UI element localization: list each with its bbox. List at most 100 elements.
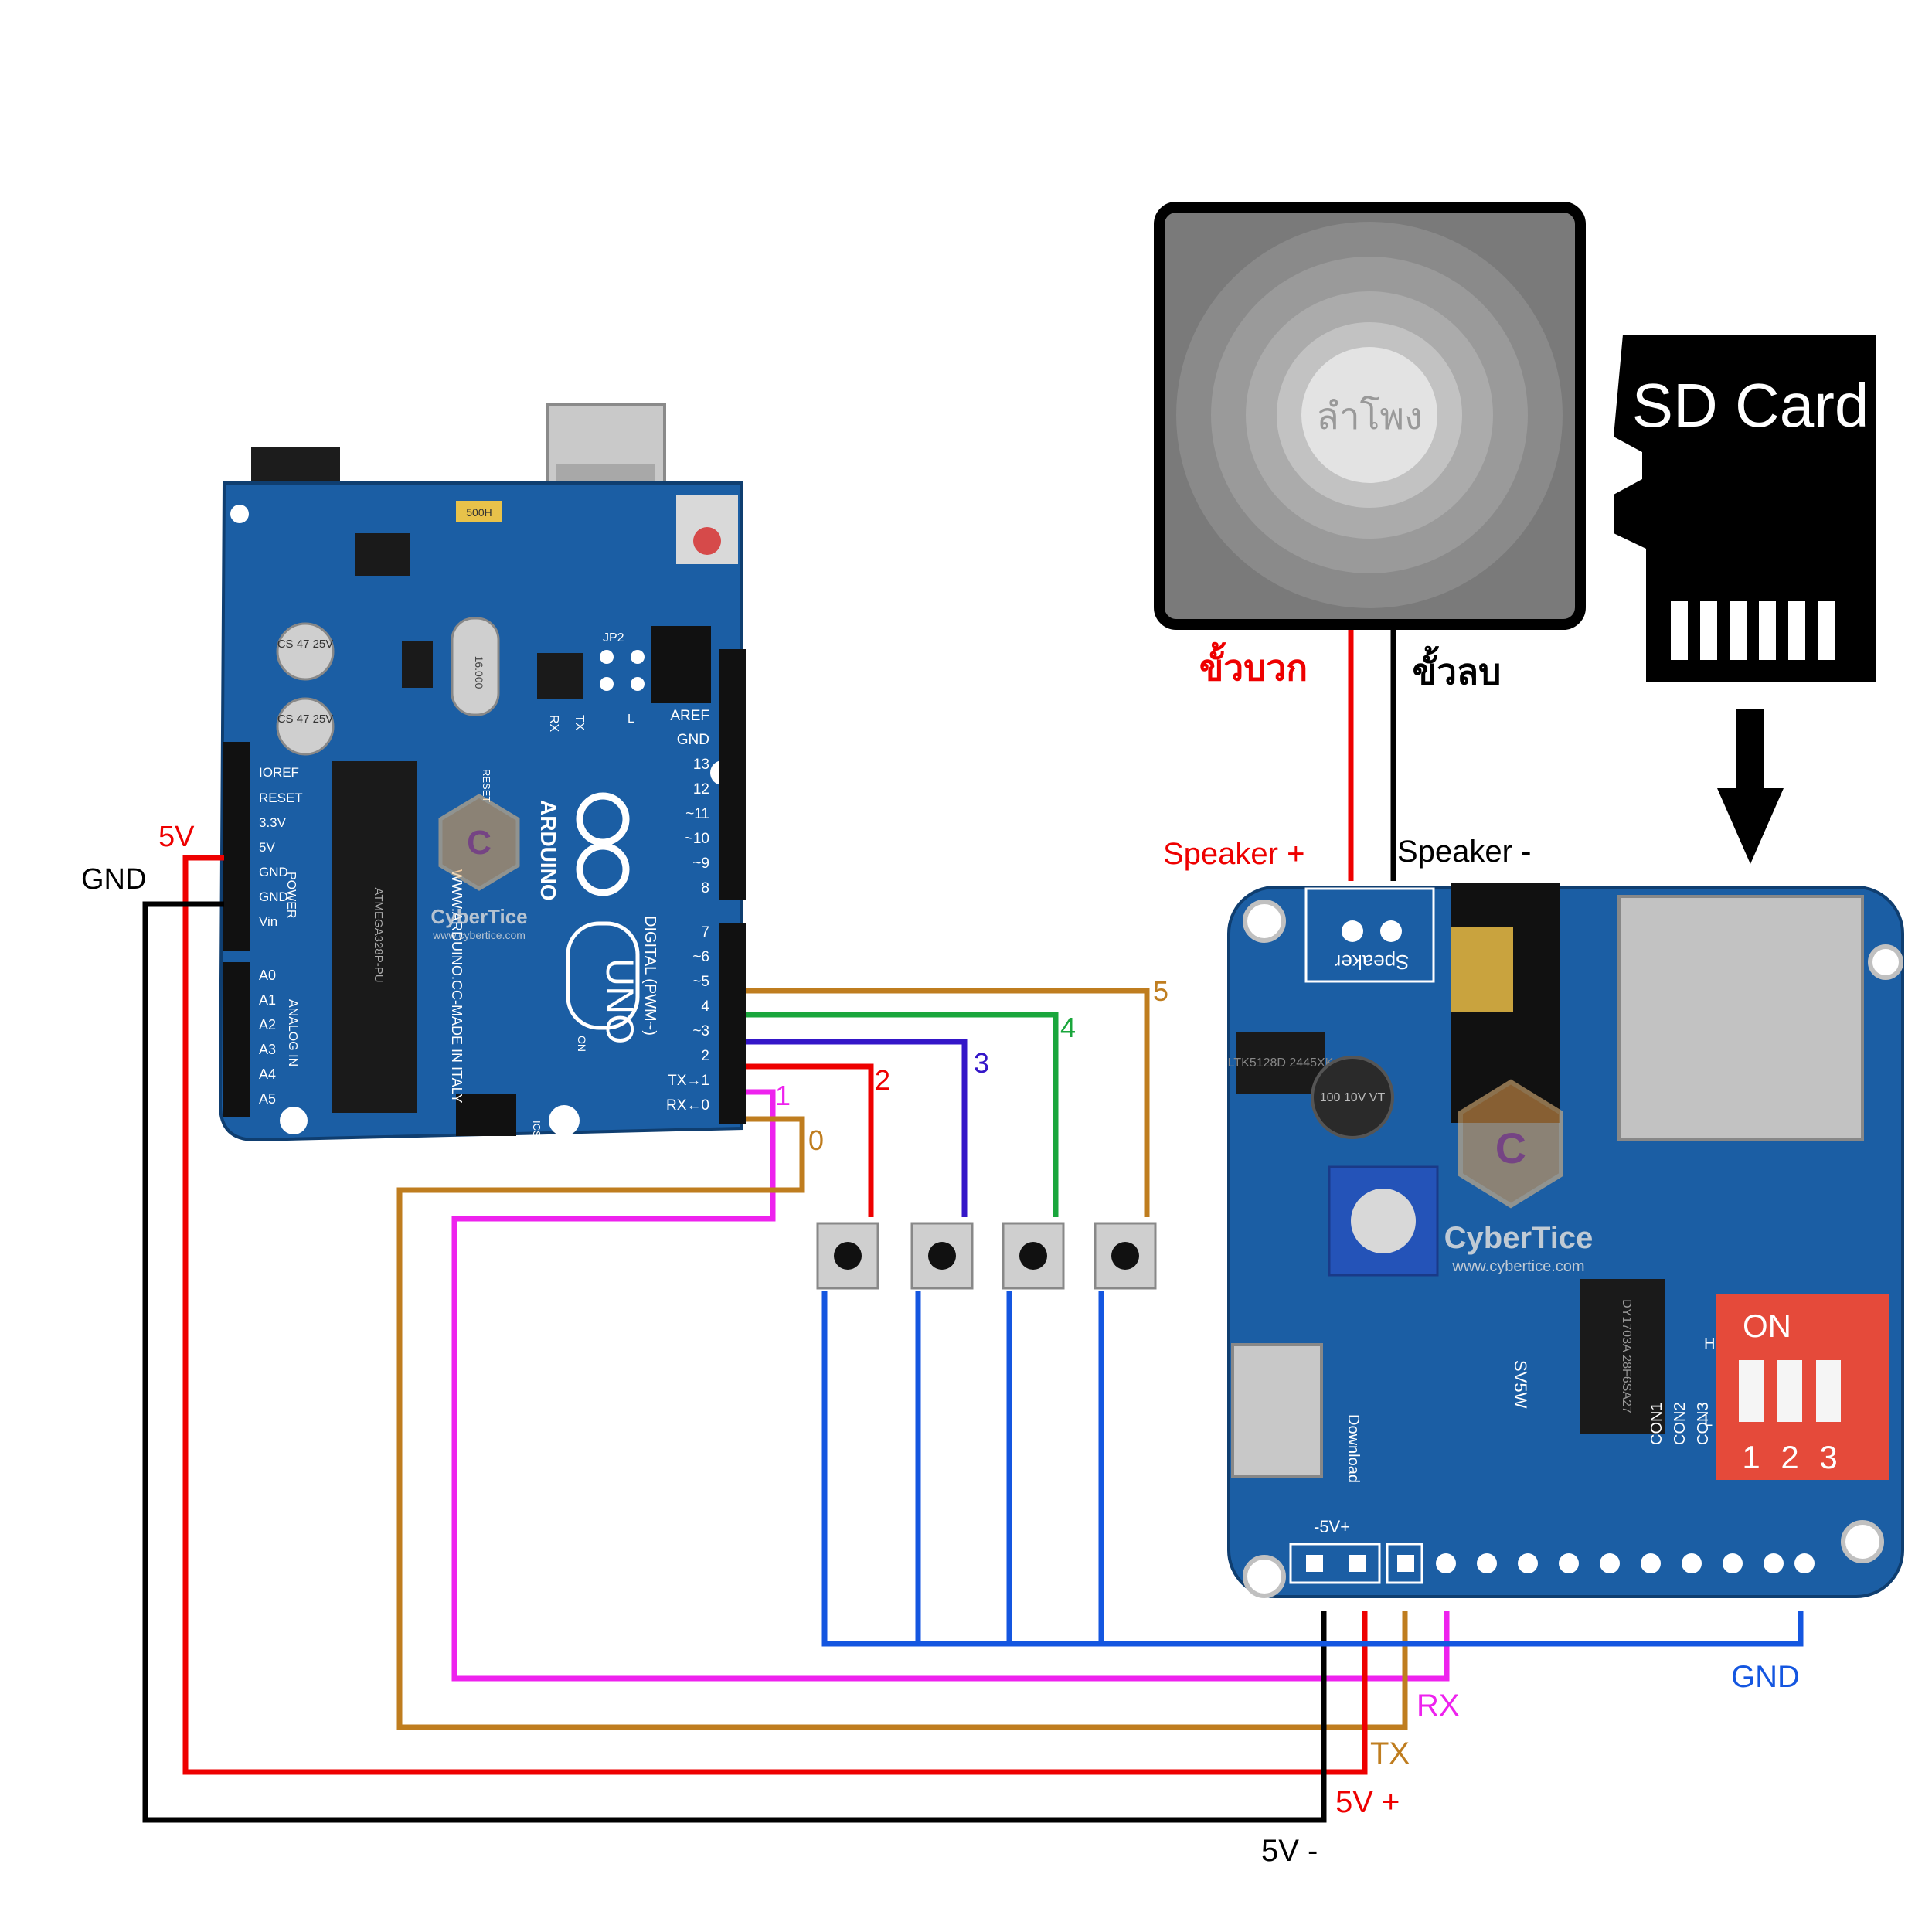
icsp-label: ICSP (531, 1121, 543, 1144)
svg-text:C: C (1495, 1124, 1526, 1172)
crystal-label: 16.000 (473, 656, 485, 689)
svg-text:C: C (467, 824, 492, 862)
push-button-2 (910, 1222, 974, 1290)
pin-0: RX←0 (666, 1097, 709, 1114)
wire-gnd-power (142, 901, 1327, 1823)
tx-led-label: TX (573, 715, 586, 731)
push-button-1 (816, 1222, 879, 1290)
cybertice-watermark-icon: C (438, 794, 520, 891)
tx-label: TX (1370, 1736, 1410, 1770)
pin-a5: A5 (259, 1091, 276, 1107)
on-led-label: ON (576, 1036, 588, 1052)
reset-label: RESET (481, 769, 492, 802)
pin-12: 12 (693, 781, 709, 798)
mp3-module-board: Speaker LTK5128D 2445XK 100 10V VT Downl… (1227, 883, 1904, 1598)
cybertice-watermark-icon-2: C (1458, 1079, 1563, 1209)
wire-gnd-bus (821, 1291, 1804, 1647)
dip-switch-2: 2 (1781, 1439, 1798, 1475)
capacitor-2 (276, 697, 335, 756)
wire-pin3 (746, 1039, 968, 1217)
pin-10: ~10 (685, 831, 709, 847)
pin1-label: 1 (775, 1080, 791, 1111)
micro-usb-port (1231, 1343, 1323, 1478)
analog-header (223, 962, 250, 1117)
speaker-minus-thai-label: ขั้วลบ (1413, 645, 1502, 692)
module-power-pins-label: -5V+ (1314, 1517, 1350, 1536)
con2-label: CON2 (1672, 1402, 1689, 1445)
arduino-gnd-label: GND (81, 863, 146, 896)
arduino-uno-board: CS 47 25V CS 47 25V 16.000 500H JP2 ATME… (218, 403, 746, 1144)
pin-3: ~3 (692, 1023, 709, 1039)
pin-gnd-1: GND (259, 865, 288, 879)
wire-pin0-tx (396, 1116, 1408, 1730)
arduino-5v-label: 5V (158, 821, 195, 853)
module-cap-label: 100 10V VT (1320, 1091, 1386, 1104)
watermark-url-2: www.cybertice.com (1451, 1258, 1584, 1275)
pin-4: 4 (701, 998, 709, 1015)
wire-pin1-rx (451, 1089, 1450, 1682)
pin-a3: A3 (259, 1042, 276, 1057)
pin-gnd-top: GND (677, 732, 709, 748)
pin4-label: 4 (1060, 1012, 1076, 1043)
crystal (451, 617, 500, 716)
pin-ioref: IOREF (259, 765, 299, 780)
infinity-logo-icon (576, 792, 630, 896)
wires (142, 630, 1804, 1823)
speaker-plus-thai-label: ขั้วบวก (1199, 641, 1308, 688)
push-button-4 (1094, 1222, 1157, 1290)
con1-label: CON1 (1648, 1402, 1665, 1445)
digital-label: DIGITAL (PWM~) (641, 916, 658, 1036)
capacitor-2-label: CS 47 25V (277, 713, 334, 726)
pin-9: ~9 (692, 855, 709, 872)
pin-a1: A1 (259, 992, 276, 1008)
pin-8: 8 (701, 880, 709, 896)
digital-header-top (719, 649, 746, 900)
capacitor-1 (276, 622, 335, 681)
speaker-plus-label: Speaker + (1163, 837, 1304, 871)
dip-switch-3: 3 (1819, 1439, 1837, 1475)
model-name-label: SV5W (1511, 1360, 1530, 1409)
pin-gnd-2: GND (259, 889, 288, 904)
pin-3v3: 3.3V (259, 815, 287, 830)
wire-pin5 (746, 988, 1150, 1217)
sd-slot (1617, 895, 1864, 1141)
pin-a2: A2 (259, 1017, 276, 1032)
sd-card: SD Card (1614, 335, 1876, 682)
atmega-label: ATMEGA328P-PU (372, 887, 385, 982)
pin-6: ~6 (692, 949, 709, 965)
arduino-brand: ARDUINO (536, 800, 560, 901)
con3-label: CON3 (1695, 1402, 1712, 1445)
analog-label: ANALOG IN (286, 999, 299, 1066)
module-pin-header (1289, 1543, 1381, 1584)
watermark-brand-2: CyberTice (1444, 1221, 1594, 1255)
pin-aref: AREF (670, 708, 709, 724)
wire-pin2 (746, 1063, 874, 1217)
sd-card-label: SD Card (1632, 371, 1869, 440)
speaker-label: ลำโพง (1316, 395, 1422, 437)
arduino-website: WWW.ARDUINO.CC-MADE IN ITALY (449, 869, 464, 1103)
gnd-label: GND (1731, 1660, 1800, 1694)
pin-5v: 5V (259, 840, 275, 855)
pin5-label: 5 (1153, 975, 1168, 1007)
5v-plus-label: 5V + (1335, 1785, 1400, 1819)
capacitor-1-label: CS 47 25V (277, 638, 334, 651)
dip-switch-on-label: ON (1743, 1308, 1791, 1344)
pin-5: ~5 (692, 974, 709, 990)
pin0-label: 0 (808, 1124, 824, 1156)
arrow-down-icon (1717, 709, 1784, 864)
speaker: ลำโพง (1154, 202, 1586, 630)
switch-l-label: L (1704, 1413, 1713, 1430)
pin-1: TX→1 (668, 1073, 709, 1089)
fuse-label: 500H (466, 506, 492, 519)
pin-11: ~11 (685, 806, 709, 822)
jp2-label: JP2 (603, 631, 624, 645)
watermark-brand-1: CyberTice (430, 905, 527, 928)
pin-a4: A4 (259, 1066, 276, 1082)
atmega-chip (332, 761, 417, 1113)
main-chip-label: DY1703A 28F6SA27 (1620, 1299, 1633, 1413)
wire-pin4 (746, 1012, 1059, 1217)
digital-header-bottom (719, 923, 746, 1124)
pin-7: 7 (701, 924, 709, 940)
watermark-url-1: www.cybertice.com (432, 929, 526, 941)
pin-reset: RESET (259, 791, 303, 805)
